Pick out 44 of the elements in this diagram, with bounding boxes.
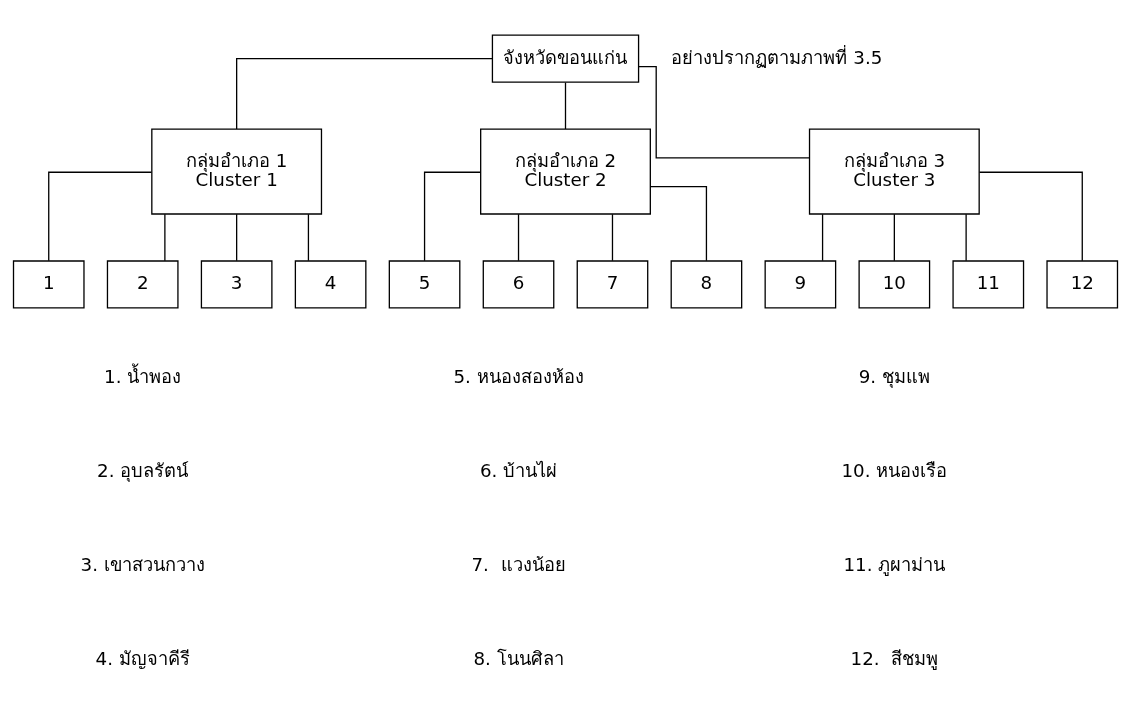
connector: [649, 185, 708, 261]
node-box: กลุ่มอำเภอ 3 Cluster 3: [808, 128, 980, 215]
label: อย่างปรากฏตามภาพที่ 3.5: [671, 46, 883, 68]
connector: [638, 65, 811, 159]
node-box: 5: [388, 259, 461, 309]
label: 5. หนองสองห้อง: [453, 365, 584, 387]
node-box: 1: [12, 259, 85, 309]
node-box: จังหวัดขอนแก่น: [491, 34, 640, 83]
connector: [564, 81, 567, 130]
connector: [236, 57, 493, 130]
label: 8. โนนศิลา: [473, 647, 564, 669]
label: 4. มัญจาคีรี: [95, 647, 190, 669]
node-box: 12: [1046, 259, 1119, 309]
node-box: 8: [670, 259, 743, 309]
node-box: กลุ่มอำเภอ 2 Cluster 2: [480, 128, 651, 215]
connector: [236, 213, 238, 261]
label: 1. น้ำพอง: [104, 365, 182, 387]
node-box: 9: [764, 259, 837, 309]
node-box: 6: [482, 259, 555, 309]
node-box: 7: [576, 259, 649, 309]
connector: [423, 171, 482, 261]
label: 7. แวงน้อย: [471, 553, 566, 575]
connector: [965, 213, 967, 261]
node-box: 10: [858, 259, 931, 309]
connector: [611, 213, 614, 261]
label: 12. สีชมพู: [850, 647, 939, 669]
node-box: 2: [106, 259, 179, 309]
node-box: 11: [952, 259, 1025, 309]
label: 3. เขาสวนกวาง: [80, 553, 205, 575]
label: 11. ภูผาม่าน: [843, 553, 946, 575]
connector: [307, 213, 310, 261]
node-box: กลุ่มอำเภอ 1 Cluster 1: [151, 128, 323, 215]
label: 6. บ้านไผ่: [479, 459, 558, 481]
label: 9. ชุมแพ: [858, 365, 930, 387]
node-box: 4: [294, 259, 367, 309]
label: 2. อุบลรัตน์: [97, 459, 189, 481]
node-box: 3: [200, 259, 273, 309]
connector: [164, 213, 166, 261]
connector: [48, 171, 153, 261]
connector: [893, 213, 895, 261]
connector: [978, 171, 1083, 261]
label: 10. หนองเรือ: [841, 459, 948, 481]
connector: [821, 213, 824, 261]
connector: [517, 213, 520, 261]
